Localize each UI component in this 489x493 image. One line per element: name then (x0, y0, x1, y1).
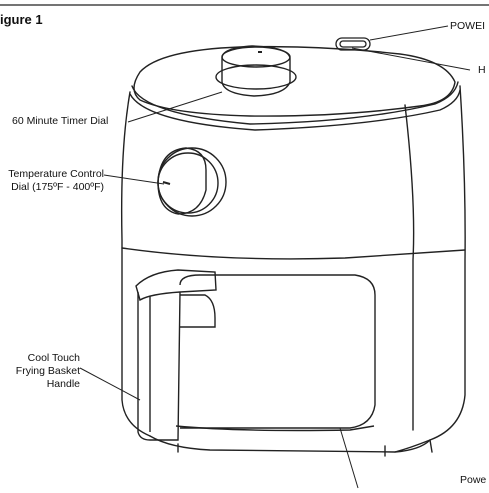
lid-rim (132, 82, 458, 124)
body-outline (122, 92, 150, 436)
powe-partial-label: Powe (460, 474, 486, 487)
handle-label-line1: Cool Touch (0, 352, 80, 365)
power-label: POWEI (450, 20, 485, 33)
figure-title: igure 1 (0, 12, 43, 27)
temperature-label-line1: Temperature Control (0, 168, 104, 181)
temperature-dial-label: Temperature Control Dial (175ºF - 400ºF) (0, 168, 104, 194)
h-label: H (478, 64, 486, 77)
handle-label-line3: Handle (0, 378, 80, 391)
handle-label-line2: Frying Basket (0, 365, 80, 378)
handle-label: Cool Touch Frying Basket Handle (0, 352, 80, 391)
base (150, 436, 430, 452)
temperature-dial (158, 148, 226, 216)
lid-top (134, 47, 455, 116)
temperature-label-line2: Dial (175ºF - 400ºF) (0, 181, 104, 194)
timer-dial-label: 60 Minute Timer Dial (12, 115, 108, 128)
timer-dial (216, 46, 296, 96)
basket (176, 275, 375, 431)
